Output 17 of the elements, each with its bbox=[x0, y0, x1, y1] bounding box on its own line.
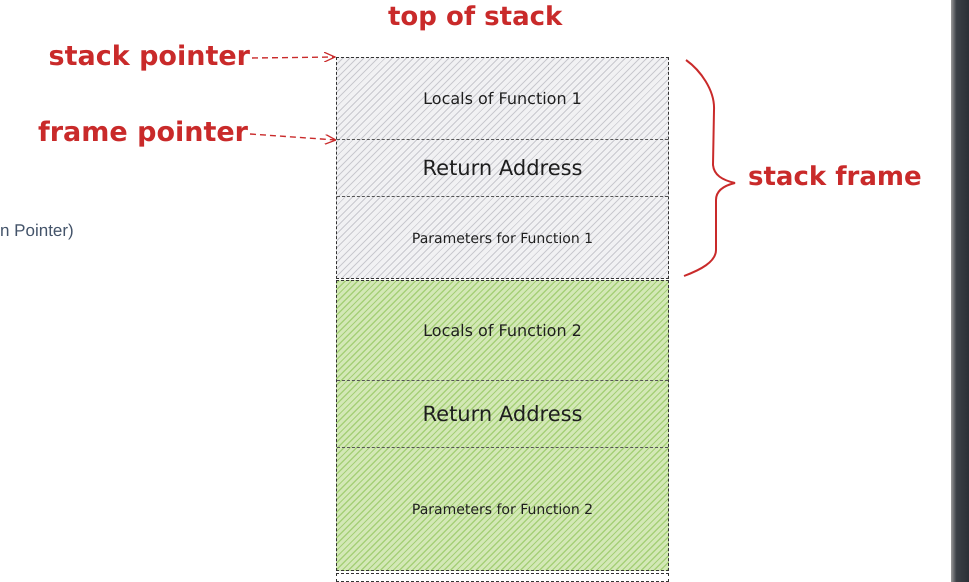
stack-frame-box bbox=[336, 573, 669, 582]
pointer-arrow bbox=[250, 133, 337, 145]
slide-text: n Pointer) bbox=[0, 221, 74, 241]
stack-frame-box bbox=[336, 57, 669, 279]
stack-slot: Locals of Function 2 bbox=[337, 281, 668, 381]
stack-slot: Locals of Function 1 bbox=[337, 58, 668, 140]
stack-frame-box bbox=[336, 280, 669, 571]
slide-edge bbox=[951, 0, 969, 582]
stack-slot: Parameters for Function 1 bbox=[337, 197, 668, 280]
pointer-label: frame pointer bbox=[14, 112, 248, 152]
pointer-arrow bbox=[252, 51, 336, 63]
pointer-label: stack pointer bbox=[18, 36, 250, 76]
stack-slot: Return Address bbox=[337, 381, 668, 448]
bracket-label: stack frame bbox=[748, 162, 922, 192]
stack-slot: Parameters for Function 2 bbox=[337, 448, 668, 572]
stack-slot: Return Address bbox=[337, 140, 668, 197]
heading: top of stack bbox=[388, 2, 562, 32]
